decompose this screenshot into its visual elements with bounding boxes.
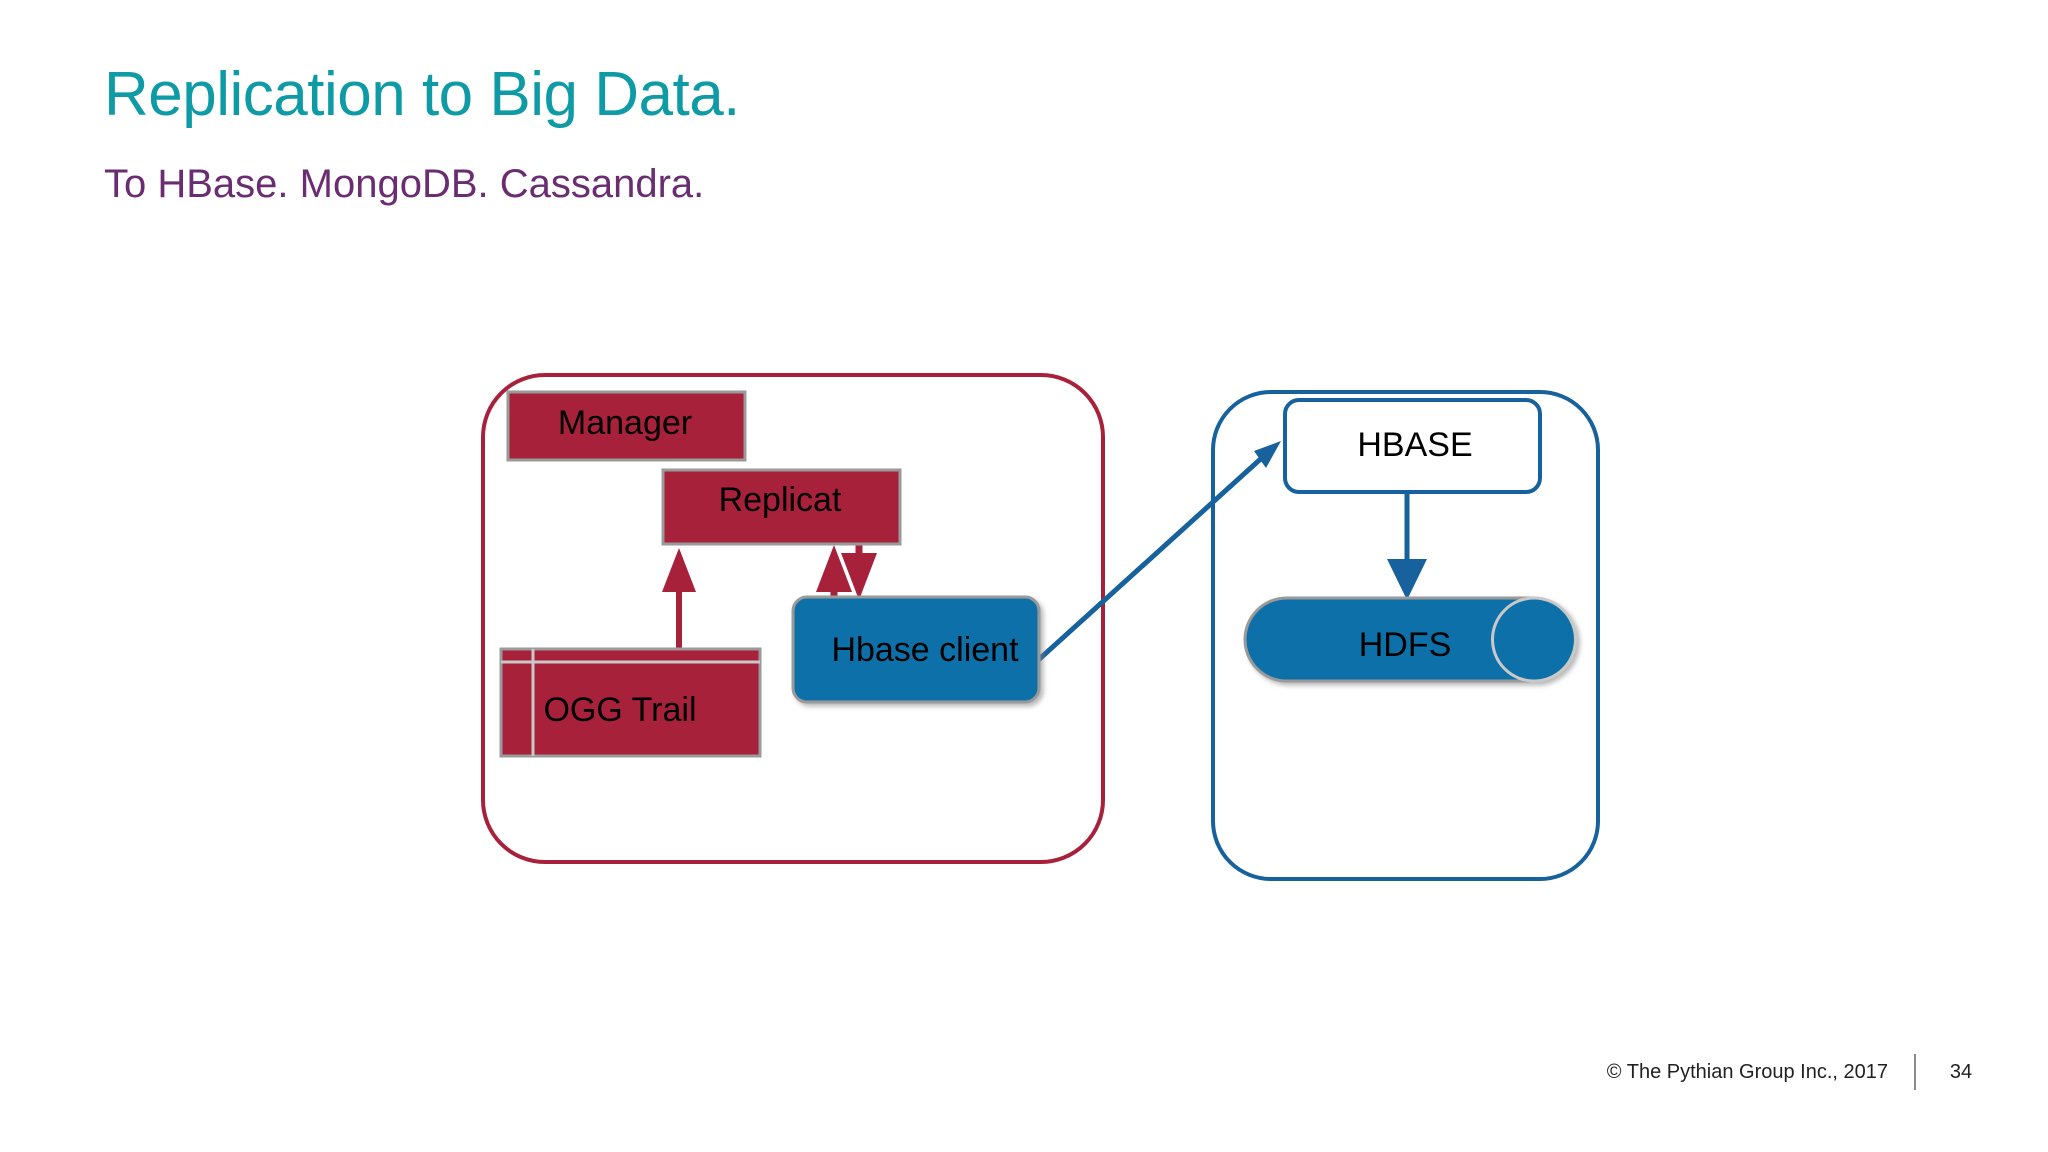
edge-oggtrail-to-replicat xyxy=(662,548,696,650)
node-manager[interactable] xyxy=(506,390,747,462)
page-number: 34 xyxy=(1949,1060,1973,1083)
node-hbase[interactable] xyxy=(1283,398,1542,494)
page-title: Replication to Big Data. xyxy=(104,60,740,129)
slide-footer: © The Pythian Group Inc., 2017 34 xyxy=(1607,1054,1978,1090)
node-hbase-client[interactable] xyxy=(791,595,1041,704)
page-subtitle: To HBase. MongoDB. Cassandra. xyxy=(104,162,705,206)
edge-hbase-to-hdfs xyxy=(1387,492,1427,600)
footer-divider xyxy=(1914,1054,1916,1090)
bigdata-container xyxy=(1211,390,1600,881)
edge-replicat-to-hclient xyxy=(841,545,877,600)
node-replicat[interactable] xyxy=(661,468,902,546)
goldengate-container xyxy=(481,373,1105,864)
node-ogg-trail[interactable] xyxy=(499,647,762,758)
copyright-text: © The Pythian Group Inc., 2017 xyxy=(1606,1060,1888,1083)
edge-hclient-to-hbase xyxy=(1033,441,1281,665)
node-hdfs[interactable] xyxy=(1243,596,1577,683)
